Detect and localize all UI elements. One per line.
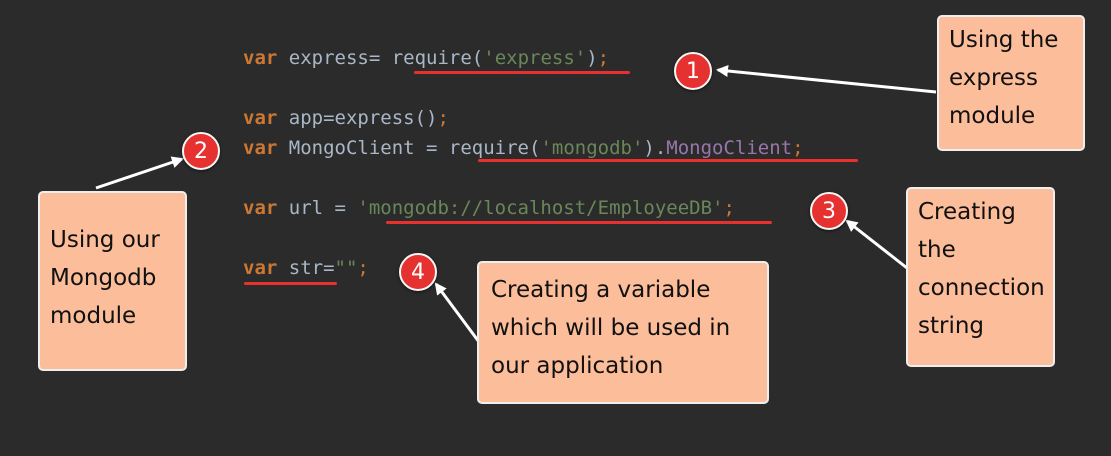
code-text: express=	[277, 47, 392, 69]
string-literal: 'mongodb://localhost/EmployeeDB'	[357, 197, 724, 219]
note-variable: Creating a variable which will be used i…	[477, 261, 769, 404]
paren: )	[586, 47, 598, 69]
underline-require-mongodb	[478, 159, 858, 162]
paren: ).	[643, 137, 667, 159]
keyword: var	[243, 137, 278, 159]
code-text: app=express()	[277, 107, 438, 129]
note-express-module: Using the express module	[937, 15, 1085, 151]
underline-url-string	[386, 221, 772, 224]
code-text: MongoClient =	[277, 137, 449, 159]
semicolon: ;	[437, 107, 449, 129]
note-mongodb-module: Using our Mongodb module	[38, 191, 187, 371]
arrow-to-badge-1	[716, 65, 937, 94]
badge-3: 3	[810, 192, 848, 230]
semicolon: ;	[357, 257, 369, 279]
semicolon: ;	[723, 197, 735, 219]
code-line-url: var url = 'mongodb://localhost/EmployeeD…	[243, 196, 735, 220]
keyword: var	[243, 257, 278, 279]
code-line-str: var str="";	[243, 256, 369, 280]
arrow-to-badge-3	[845, 219, 908, 270]
string-literal: ""	[334, 257, 358, 279]
code-text: url =	[277, 197, 358, 219]
badge-4: 4	[399, 253, 437, 291]
code-line-app: var app=express();	[243, 106, 449, 130]
require-call: require	[391, 47, 472, 69]
code-line-express: var express= require('express');	[243, 46, 609, 70]
note-connection-string: Creating the connection string	[906, 187, 1055, 367]
code-text: str=	[277, 257, 335, 279]
paren: (	[471, 47, 484, 69]
require-call: require	[448, 137, 529, 159]
string-literal: 'express'	[483, 47, 587, 69]
code-line-mongoclient: var MongoClient = require('mongodb').Mon…	[243, 136, 804, 160]
paren: (	[529, 137, 541, 159]
keyword: var	[243, 107, 278, 129]
underline-require-express	[414, 71, 630, 74]
string-literal: 'mongodb'	[540, 137, 644, 159]
arrow-to-badge-2	[95, 156, 184, 190]
semicolon: ;	[792, 137, 804, 159]
keyword: var	[243, 197, 278, 219]
underline-var-str	[244, 282, 337, 285]
badge-1: 1	[674, 52, 712, 90]
badge-2: 2	[182, 132, 220, 170]
property: MongoClient	[666, 137, 793, 159]
arrow-to-badge-4	[434, 282, 484, 347]
keyword: var	[243, 47, 278, 69]
semicolon: ;	[597, 47, 610, 69]
